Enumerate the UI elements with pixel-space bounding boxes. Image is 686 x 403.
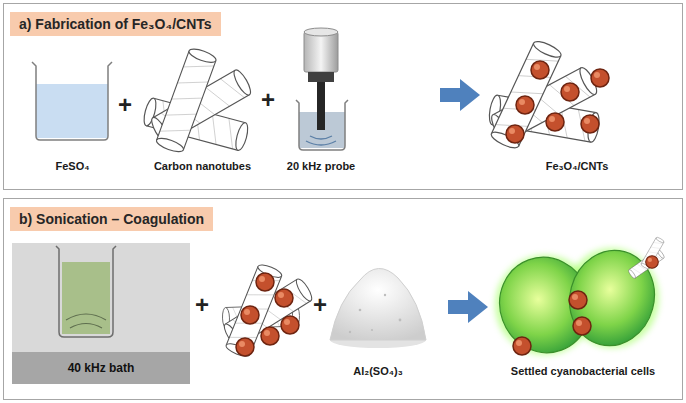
step-item: 20 kHz probe: [278, 33, 440, 180]
plus-sign: +: [310, 293, 330, 317]
arrow-shaft: [440, 88, 461, 102]
arrow-shaft: [448, 300, 469, 314]
step-item: Fe₃O₄/CNTs: [480, 38, 670, 180]
composite-icon: [222, 262, 315, 358]
plus-sign: +: [115, 93, 135, 117]
panel-frame: b) Sonication – Coagulation 40 kHz bath Al…: [3, 198, 683, 400]
item-caption: FeSO₄: [25, 160, 120, 174]
flow-arrow: [448, 291, 488, 323]
item-caption: Fe₃O₄/CNTs: [522, 160, 632, 174]
item-caption: 20 kHz probe: [278, 160, 364, 174]
arrow-head: [468, 291, 488, 323]
ultrasonic-bath-icon: [12, 243, 190, 384]
step-item: Al₂(SO₄)₃: [325, 248, 448, 383]
step-item: Settled cyanobacterial cells: [488, 250, 681, 383]
flow-arrow: [440, 79, 480, 111]
item-caption: Al₂(SO₄)₃: [328, 365, 428, 379]
nanotube-icon: [142, 46, 254, 154]
step-item: 40 kHz bath: [12, 243, 193, 384]
composite-icon: [487, 38, 609, 150]
panel-heading: b) Sonication – Coagulation: [10, 207, 213, 231]
item-caption: 40 kHz bath: [12, 361, 190, 376]
item-caption: Settled cyanobacterial cells: [488, 365, 678, 379]
beaker-icon: [32, 62, 112, 140]
panel-heading: a) Fabrication of Fe₃O₄/CNTs: [10, 12, 221, 36]
powder-icon: [330, 268, 426, 348]
probe-sonicator-icon: [296, 28, 348, 150]
arrow-head: [460, 79, 480, 111]
plus-sign: +: [258, 88, 278, 112]
cyanobacteria-icon: [486, 236, 665, 365]
panel-frame: a) Fabrication of Fe₃O₄/CNTsFeSO₄ Carbon …: [3, 3, 683, 190]
step-item: FeSO₄: [25, 52, 123, 180]
step-item: Carbon nanotubes: [140, 38, 268, 180]
item-caption: Carbon nanotubes: [140, 160, 265, 174]
plus-sign: +: [192, 293, 212, 317]
